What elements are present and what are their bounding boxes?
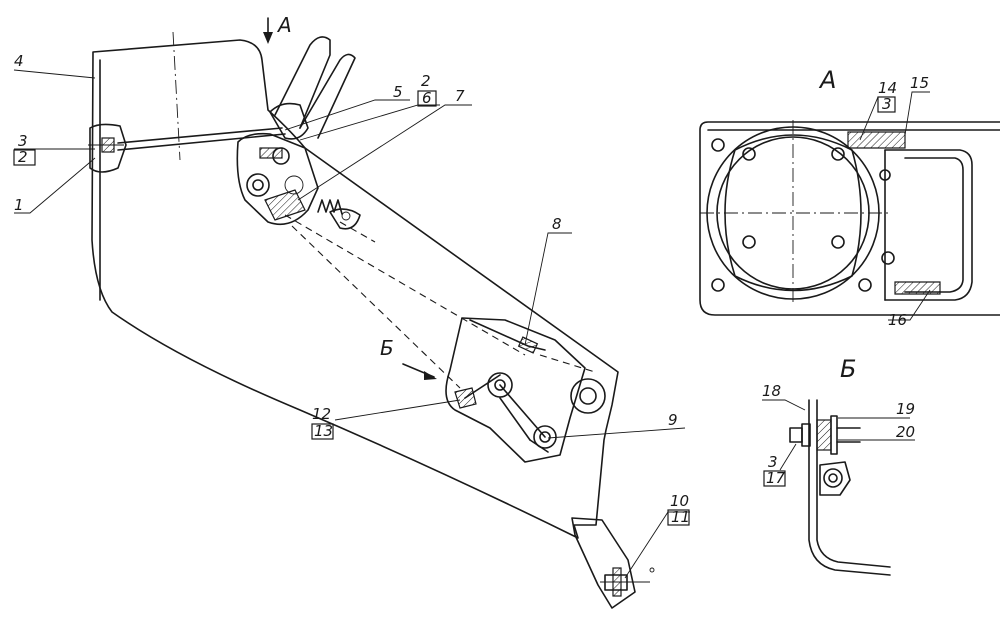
- callout-1: 1: [14, 196, 24, 214]
- view-arrow-b: Б: [380, 336, 437, 380]
- view-b: Б 18 19 20 3 17: [762, 355, 915, 576]
- view-a-bolt-holes: [711, 138, 895, 292]
- callout-2-upper: 2: [421, 72, 431, 90]
- callout-10: 10: [670, 492, 689, 510]
- tie-rod: [117, 127, 283, 144]
- main-view: А Б 4 3 2 1 5 2 6: [13, 13, 690, 609]
- housing-outline: [91, 39, 619, 539]
- lower-bracket: [571, 517, 636, 609]
- view-arrow-b-label: Б: [380, 336, 394, 360]
- view-b-bracket: [808, 399, 891, 576]
- view-a-callout-3: 3: [882, 95, 892, 113]
- cable-dashed-1: [284, 214, 526, 356]
- callout-2-left: 2: [18, 148, 28, 166]
- upper-pivot-assembly: [236, 36, 376, 243]
- view-b-callout-20: 20: [896, 423, 915, 441]
- callout-7: 7: [455, 87, 465, 105]
- mid-panel-assembly: [445, 317, 606, 463]
- callout-11: 11: [671, 508, 690, 526]
- view-b-callout-17: 17: [766, 469, 786, 487]
- view-b-title: Б: [840, 355, 856, 383]
- view-a-callout-15: 15: [910, 74, 929, 92]
- view-a-plate: [699, 121, 1000, 316]
- cable-dashed-3: [539, 354, 596, 373]
- callout-5: 5: [393, 83, 403, 101]
- view-a-callout-14: 14: [878, 79, 897, 97]
- view-b-callout-18: 18: [762, 382, 781, 400]
- tie-rod-lower: [117, 133, 286, 151]
- view-arrow-a-label: А: [276, 13, 292, 37]
- housing-centerline: [172, 31, 181, 161]
- view-a-title: А: [818, 66, 836, 94]
- callout-3: 3: [18, 132, 28, 150]
- left-bolt-assembly: [88, 123, 127, 173]
- callout-12: 12: [312, 405, 331, 423]
- main-callouts: 4 3 2 1 5 2 6 7 8 9: [13, 52, 690, 579]
- view-a: А 14 3: [699, 66, 1000, 329]
- view-b-callout-3: 3: [768, 453, 778, 471]
- callout-6: 6: [422, 89, 432, 107]
- view-b-callout-19: 19: [896, 400, 915, 418]
- callout-13: 13: [314, 422, 333, 440]
- callout-8: 8: [552, 215, 562, 233]
- callout-4: 4: [14, 52, 24, 70]
- cable-dashed-2: [291, 225, 461, 389]
- callout-9: 9: [668, 411, 678, 429]
- bottom-bolt: [600, 567, 655, 597]
- view-a-callout-16: 16: [888, 311, 907, 329]
- view-arrow-a: А: [263, 13, 292, 44]
